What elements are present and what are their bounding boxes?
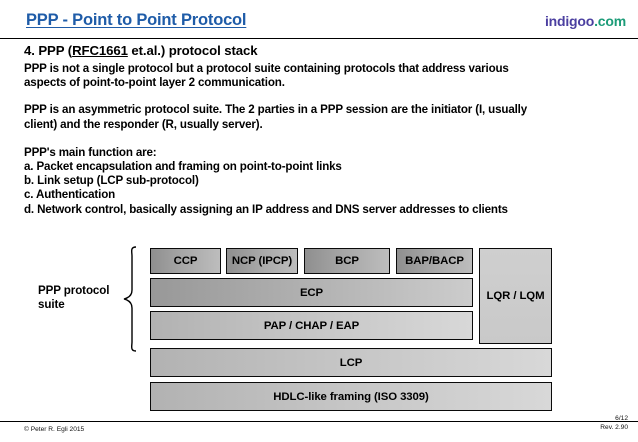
revision-label: Rev. 2.90 — [600, 424, 628, 431]
protocol-stack-diagram: PPP protocol suite CCP NCP (IPCP) BCP BA… — [0, 243, 638, 418]
stack-label-line-2: suite — [38, 298, 65, 312]
list-item-d: d. Network control, basically assigning … — [24, 202, 508, 216]
list-item-a: a. Packet encapsulation and framing on p… — [24, 160, 342, 174]
brand-name: indigoo — [544, 13, 595, 29]
header-divider — [0, 38, 638, 39]
list-item-b: b. Link setup (LCP sub-protocol) — [24, 174, 199, 188]
stack-label-line-1: PPP protocol — [38, 284, 110, 297]
footer-copyright: © Peter R. Egli 2015 — [24, 426, 85, 433]
stack-box-ccp[interactable]: CCP — [150, 248, 221, 274]
stack-box-lcp[interactable]: LCP — [150, 348, 552, 377]
curly-brace-icon — [122, 246, 138, 352]
brand-logo: indigoo.com — [545, 13, 626, 29]
functions-intro: PPP's main function are: — [24, 145, 157, 159]
stack-box-bcp[interactable]: BCP — [304, 248, 390, 274]
list-item-c: c. Authentication — [24, 188, 116, 202]
paragraph-1-line-2: aspects of point-to-point layer 2 commun… — [24, 76, 285, 90]
stack-box-hdlc-framing[interactable]: HDLC-like framing (ISO 3309) — [150, 382, 552, 411]
brand-tld: .com — [594, 13, 626, 29]
section-heading-suffix: et.al.) protocol stack — [127, 43, 258, 58]
section-heading-prefix: 4. PPP ( — [24, 43, 73, 58]
stack-box-ecp[interactable]: ECP — [150, 278, 473, 307]
paragraph-2-line-1: PPP is an asymmetric protocol suite. The… — [24, 103, 528, 117]
page-number: 6/12 — [615, 415, 628, 422]
functions-list: PPP's main function are: a. Packet encap… — [24, 146, 620, 217]
page-title: PPP - Point to Point Protocol — [26, 11, 247, 29]
stack-label: PPP protocol suite — [38, 284, 122, 313]
paragraph-1-line-1: PPP is not a single protocol but a proto… — [24, 62, 509, 75]
paragraph-2-line-2: client) and the responder (R, usually se… — [24, 117, 263, 131]
slide-header: PPP - Point to Point Protocol indigoo.co… — [0, 0, 638, 38]
stack-box-pap-chap-eap[interactable]: PAP / CHAP / EAP — [150, 311, 473, 340]
stack-box-bap-bacp[interactable]: BAP/BACP — [396, 248, 473, 274]
rfc-reference-link[interactable]: RFC1661 — [72, 43, 128, 58]
stack-box-ncp[interactable]: NCP (IPCP) — [226, 248, 298, 274]
footer-divider — [0, 421, 638, 422]
footer-meta: 6/12 Rev. 2.90 — [600, 414, 628, 432]
slide-body: 4. PPP (RFC1661 et.al.) protocol stack P… — [24, 43, 620, 217]
section-heading: 4. PPP (RFC1661 et.al.) protocol stack — [24, 43, 620, 59]
stack-box-lqr-lqm[interactable]: LQR / LQM — [479, 248, 552, 344]
